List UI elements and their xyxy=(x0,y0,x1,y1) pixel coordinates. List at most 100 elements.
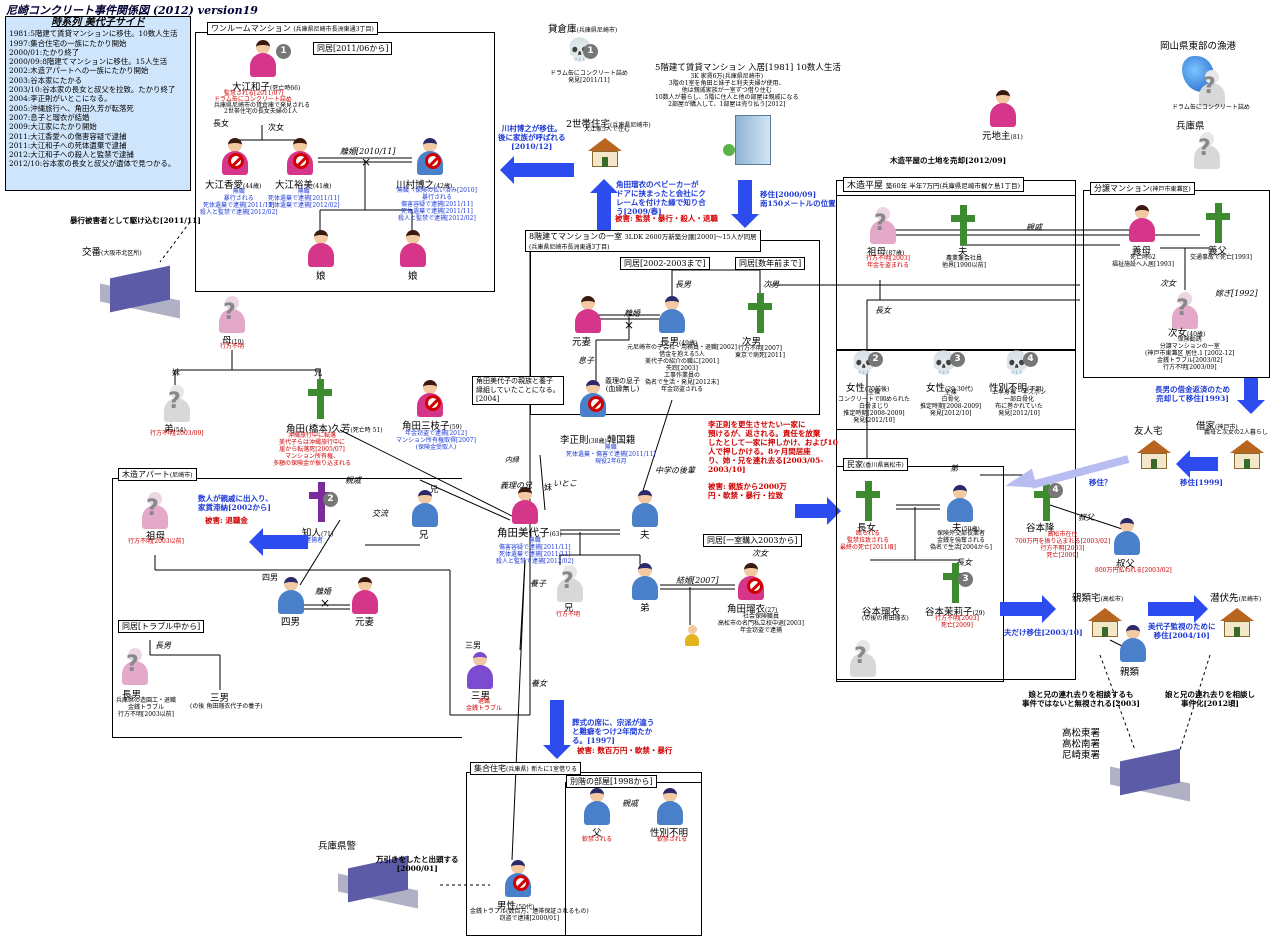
number-badge-4: 4 xyxy=(1023,352,1038,367)
kanji-iju-note: 長男の借金返済のため 売却して移住[1993] xyxy=(1155,385,1230,403)
arrow-to-oneroom xyxy=(500,156,574,184)
oji-rel: 叔父 xyxy=(1078,513,1094,522)
divorce-x-icon: × xyxy=(320,596,331,610)
kibira-inner2 xyxy=(836,350,1076,430)
cross-icon xyxy=(305,379,335,419)
ani2-figure: ? xyxy=(555,565,585,603)
kawamura-moved-note: 川村博之が移住。 後に家族が呼ばれる [2010/12] xyxy=(498,124,566,151)
ri-name: 李正則(38歳)韓国籍 xyxy=(560,435,636,446)
musume-1-name: 娘 xyxy=(316,271,326,282)
mieko2-details: 年金窃盗で逮捕[2012] マンション所有権取得[2007] (保険金受取人) xyxy=(396,430,476,451)
shinrui-figure xyxy=(1118,625,1148,663)
tanimoto-marie-name: 谷本茉莉子(29) xyxy=(925,607,985,618)
musuko-rel: 息子 xyxy=(578,356,594,365)
kekkon-2007: 結婚[2007] xyxy=(676,576,719,585)
dokyo-trouble: 同居[トラブル中から] xyxy=(118,620,205,633)
tanimoto-ryu-details: 高松市在住 700万円を振り込まれる[2003/02] 行方不明[2003] 死… xyxy=(1015,531,1111,559)
nisetai-label: 2世帯住宅(兵庫県尼崎市) xyxy=(566,119,651,130)
arrow-to-yujin xyxy=(1176,450,1218,478)
otto3-figure xyxy=(945,485,975,523)
number-badge-1: 1 xyxy=(276,44,291,59)
sonan2-name: 三男 xyxy=(210,693,230,704)
motojinushi-figure xyxy=(988,90,1018,128)
chonan2-rel: 長男 xyxy=(155,641,171,650)
chichi-figure xyxy=(582,788,612,826)
number-badge-3: 3 xyxy=(950,352,965,367)
koban-building-icon xyxy=(100,262,180,319)
gibo-name: 義母 xyxy=(1132,246,1152,257)
josei2-name: 女性(20-30代) xyxy=(926,383,973,394)
sobo2-details: 行方不明[2003] 年金を盗まれる xyxy=(866,255,910,269)
kawamura-details: 無職（保険の払い済み[2010] 暴行される 傷害容疑で逮捕[2011/11] … xyxy=(397,187,477,222)
cross-icon xyxy=(940,563,970,603)
cross-icon xyxy=(745,293,775,333)
gibonomusuko-rel: 義理の息子 (血縁無し) xyxy=(605,377,640,393)
chojo-details: 殴られる 監禁拉致される 最終の死亡[2011頃] xyxy=(840,530,896,551)
oe-kazuko-note3: 兵庫県尼崎市の貸倉庫で発見される xyxy=(214,102,311,109)
shugo-note: 葬式の席に、宗派が違う と難癖をつけ2年間たか る。[1997] xyxy=(572,718,655,745)
gibo-figure xyxy=(1127,205,1157,243)
musume-2-figure xyxy=(398,230,428,268)
ani-figure xyxy=(410,490,440,528)
kyodai-rel: 兄 xyxy=(314,368,322,377)
dokyo-sunen: 同居[数年前まで] xyxy=(735,257,806,270)
shinan-name: 四男 xyxy=(281,617,301,628)
timeline-item: 2012:大江和子への殺人と監禁で逮捕 xyxy=(9,150,134,160)
minka-label: 民家(香川県高松市) xyxy=(843,458,908,471)
shugo-label: 集合住宅(兵庫県) 新たに1室借りる xyxy=(470,762,582,775)
tanimoto-marie-details: 行方不明[2003] 死亡[2009] xyxy=(935,615,979,629)
house-icon xyxy=(1220,608,1254,638)
motojinushi-name: 元地主(81) xyxy=(982,131,1023,142)
chonan2-figure: ? xyxy=(120,648,150,686)
unknown-figure: ? xyxy=(1197,70,1227,108)
house-icon xyxy=(1088,608,1122,638)
oji-details: 800万円払われる[2003/02] xyxy=(1095,567,1172,574)
jinan-rel: 次男 xyxy=(763,280,779,289)
oe-yumi-name: 大江裕美(41歳) xyxy=(275,180,332,191)
ban-icon xyxy=(228,153,244,169)
timeline-item: 2003/10:谷本家の長女と叔父を拉致。たかり終了 xyxy=(9,85,176,95)
mansion8-label: 8階建てマンションの一室 3LDK 2600万新築分譲[2000]〜15人が同居… xyxy=(525,230,761,252)
timeline-item: 1981:5階建て賃貸マンションに移住。10数人生活 xyxy=(9,29,178,39)
gifu-details: 交通事故で死亡[1993] xyxy=(1190,254,1252,261)
dansei-details: 金銭トラブル(数百万、連帯保証されるもの) 窃盗で逮捕[2000/01] xyxy=(470,908,589,922)
diagram-title: 尼崎コンクリート事件関係図 (2012) version19 xyxy=(6,4,258,17)
yoshi-rel: 養子 xyxy=(530,579,546,588)
mieko-watch-note: 美代子監視のために 移住[2004/10] xyxy=(1148,622,1216,640)
apart-label: 木造アパート(尼崎市) xyxy=(118,468,197,481)
dokyo-2003: 同居[一室購入2003から] xyxy=(703,534,802,547)
rikon-2010: 離婚[2010/11] xyxy=(340,147,396,156)
oji-figure xyxy=(1112,518,1142,556)
timeline-item: 2012/10:谷本家の長女と叔父が遺体で見つかる。 xyxy=(9,159,176,169)
jijo-name: 次女(40歳) xyxy=(1168,328,1206,339)
otouto-rel: 妹 xyxy=(172,368,180,377)
dansei-name: 男性(50代) xyxy=(497,901,535,912)
chonan-rel: 長男 xyxy=(675,280,691,289)
fumei2-details: 上半身裸・半ズボン 一部白骨化 布に巻かれていた 発見[2012/10] xyxy=(992,389,1047,417)
shinzoku-rel: 親戚 xyxy=(345,476,361,485)
timeline-heading: 時系列 美代子サイド xyxy=(51,17,145,28)
chojo-label: 長女 xyxy=(213,119,229,128)
naien-rel: 内縁 xyxy=(505,456,519,464)
motozuma-figure xyxy=(573,296,603,334)
gibonoani-rel: 義理の兄 xyxy=(500,481,532,490)
motozuma-name: 元妻 xyxy=(572,337,592,348)
chijin-move-note: 数人が親戚に出入り、 家賃滞納[2002から] xyxy=(198,494,273,512)
otto-figure xyxy=(630,490,660,528)
sonan-figure xyxy=(465,652,495,690)
unknown-figure: ? xyxy=(848,640,878,678)
ri-adopt-note: 角田美代子の親族と養子 縁組していたことになる。 [2004] xyxy=(472,376,564,405)
haha-figure: ? xyxy=(217,296,247,334)
arrow-to-shakuya xyxy=(1237,378,1265,414)
jijo-rel2: 次女 xyxy=(752,549,768,558)
warehouse-label: 貸倉庫(兵庫県尼崎市) xyxy=(548,24,618,35)
mieko-name: 角田美代子(63) xyxy=(497,527,562,539)
police-hyogo-note: 万引きをしたと出頭する [2000/01] xyxy=(376,855,459,873)
timeline-item: 2000/01:たかり終了 xyxy=(9,47,80,57)
higai-1-note: 被害: 監禁・暴行・殺人・退職 xyxy=(615,214,718,223)
sotochan-rel: 中学の後輩 xyxy=(655,466,695,475)
chijin-details: 逮捕者 xyxy=(305,537,324,544)
rui-name: 角田瑠衣(27) xyxy=(727,604,778,615)
